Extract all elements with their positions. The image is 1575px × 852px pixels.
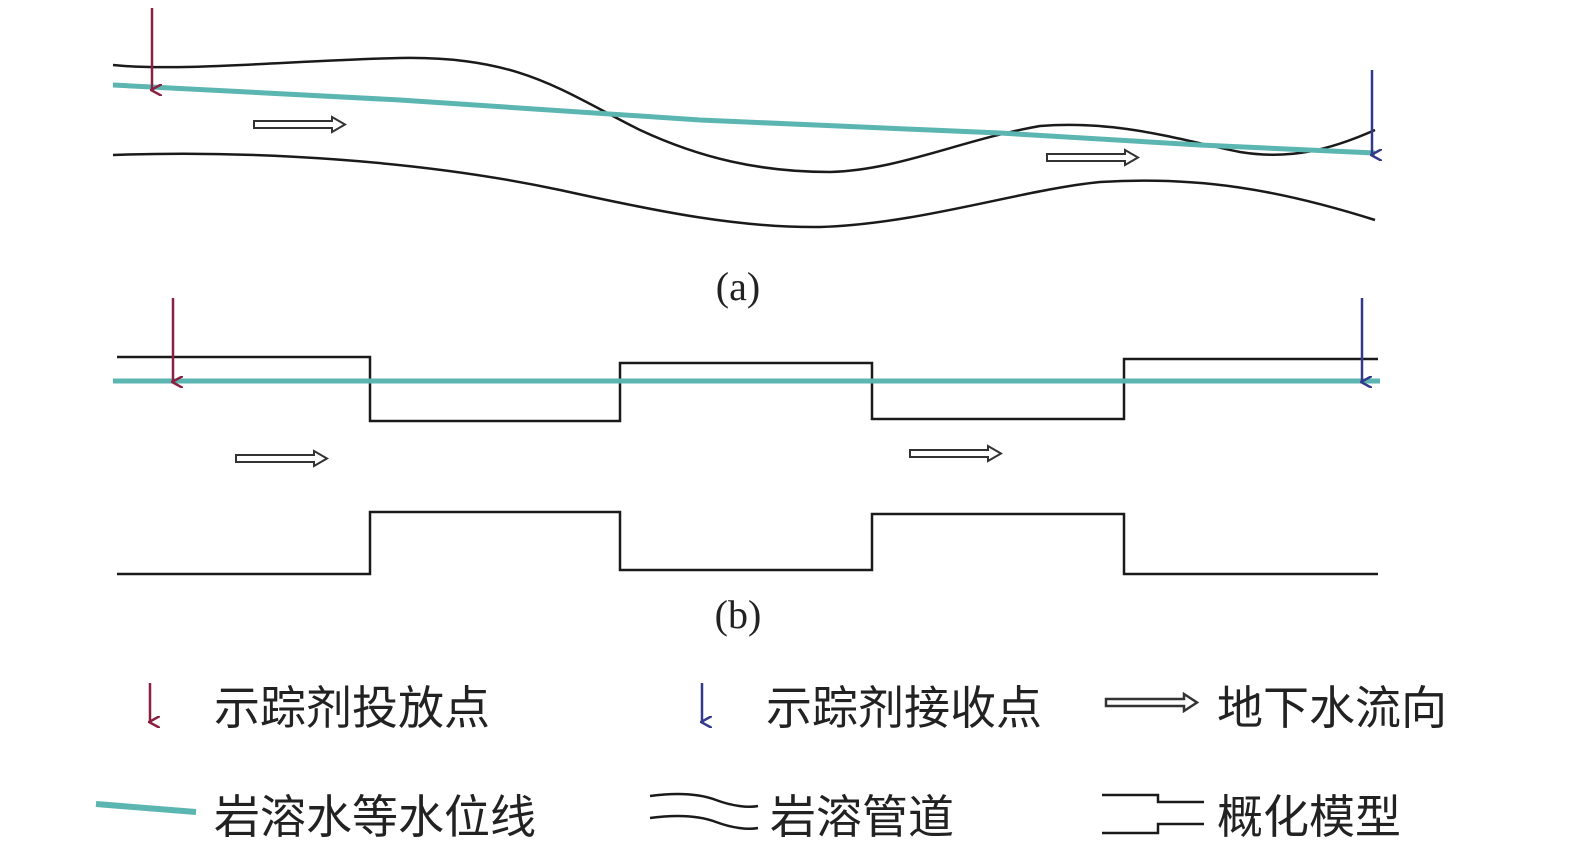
- legend-water-level-line: 岩溶水等水位线: [214, 790, 536, 844]
- conduit-legend-icon: [649, 792, 759, 830]
- legend-karst-conduit: 岩溶管道: [770, 790, 954, 844]
- panel-b: (b): [113, 298, 1380, 637]
- flow-arrow-icon: [1046, 148, 1141, 167]
- model-legend-icon: [1102, 793, 1204, 835]
- legend-groundwater-flow: 地下水流向: [1217, 681, 1447, 735]
- legend-receiving-point: 示踪剂接收点: [766, 681, 1042, 735]
- flow-arrow-icon: [909, 444, 1004, 463]
- conduit-lower-wall: [112, 152, 1376, 229]
- water-level-legend-icon: [95, 801, 197, 815]
- panel-a: (a): [112, 8, 1376, 309]
- model-upper-wall: [117, 355, 1378, 423]
- water-level-line: [112, 82, 1376, 156]
- model-lower-wall: [117, 510, 1378, 576]
- panel-a-label: (a): [716, 264, 760, 309]
- flow-arrow-icon: [235, 449, 330, 468]
- legend-conceptual-model: 概化模型: [1217, 790, 1401, 844]
- panel-b-label: (b): [715, 592, 762, 637]
- legend: 示踪剂投放点 示踪剂接收点 地下水流向 岩溶水等水位线 岩溶管道 概化模型: [95, 681, 1447, 844]
- flow-arrow-icon: [253, 115, 348, 134]
- flow-legend-icon: [1104, 691, 1200, 714]
- legend-injection-point: 示踪剂投放点: [214, 681, 490, 735]
- conduit-upper-wall: [112, 56, 1376, 174]
